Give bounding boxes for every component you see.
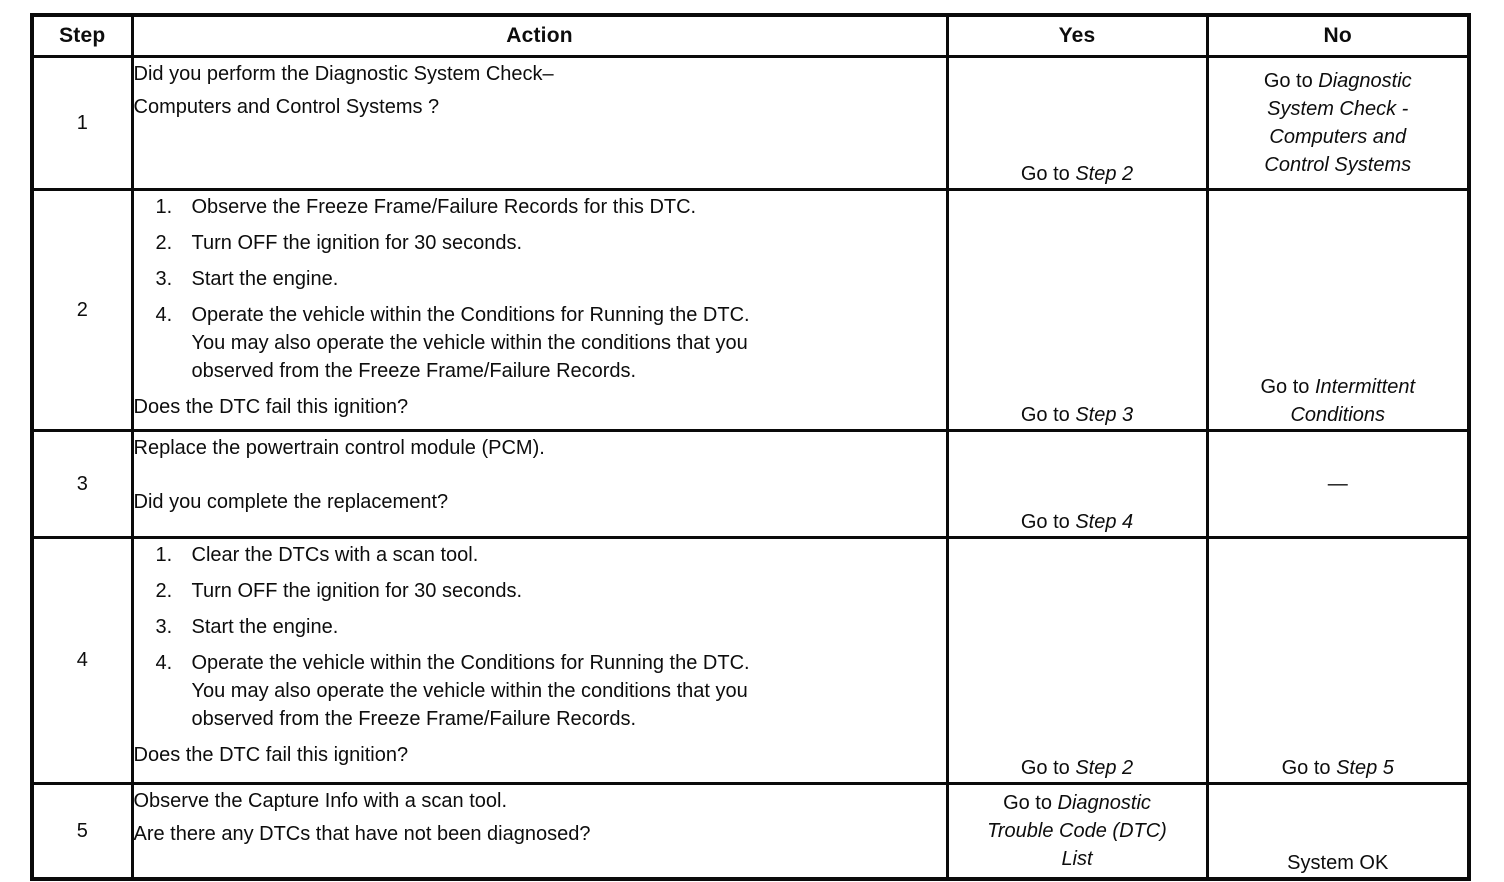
goto-target: Intermittent Conditions xyxy=(1290,376,1416,426)
list-item-text: Clear the DTCs with a scan tool. xyxy=(191,544,479,566)
step-cell: 3 xyxy=(30,429,134,539)
step-cell: 1 xyxy=(30,55,134,191)
yes-cell: Go to Step 2 xyxy=(945,536,1209,785)
action-line: Are there any DTCs that have not been di… xyxy=(133,823,591,845)
goto-target: Step 4 xyxy=(1075,511,1134,533)
table-row: 5 Observe the Capture Info with a scan t… xyxy=(30,782,1471,881)
goto-text: Go to xyxy=(1020,404,1076,426)
action-cell: Replace the powertrain control module (P… xyxy=(130,429,949,539)
yes-cell: Go to Step 4 xyxy=(945,429,1209,539)
col-header-action: Action xyxy=(130,13,949,58)
list-item-number: 2. xyxy=(155,580,173,602)
goto-target: Step 5 xyxy=(1336,757,1394,779)
scanned-page: Step Action Yes No 1 Did you perform the… xyxy=(30,13,1471,881)
list-item-number: 1. xyxy=(155,196,173,218)
action-list-item: 4. Operate the vehicle within the Conditi… xyxy=(155,301,945,385)
list-item-text: Turn OFF the ignition for 30 seconds. xyxy=(191,232,523,254)
table-header-row: Step Action Yes No xyxy=(30,13,1471,58)
action-line: Did you perform the Diagnostic System Ch… xyxy=(133,63,554,85)
goto-target: Step 3 xyxy=(1075,404,1134,426)
list-item-text: Operate the vehicle within the Condition… xyxy=(191,304,750,382)
action-list-item: 3. Start the engine. xyxy=(155,613,945,641)
list-item-number: 3. xyxy=(155,616,173,638)
list-item-text: Start the engine. xyxy=(191,268,339,290)
action-list-item: 2. Turn OFF the ignition for 30 seconds. xyxy=(155,577,945,605)
no-cell: System OK xyxy=(1205,782,1471,881)
goto-text: Go to xyxy=(1020,163,1076,185)
col-header-no: No xyxy=(1205,13,1471,58)
dash-placeholder: — xyxy=(1327,473,1348,495)
action-question: Does the DTC fail this ignition? xyxy=(133,744,409,766)
action-list-item: 1. Observe the Freeze Frame/Failure Recor… xyxy=(155,193,945,221)
goto-target: Diagnostic System Check - Computers and … xyxy=(1264,70,1412,176)
list-item-number: 3. xyxy=(155,268,173,290)
yes-cell: Go to Step 3 xyxy=(945,188,1209,432)
col-header-yes: Yes xyxy=(945,13,1209,58)
no-cell: Go to Step 5 xyxy=(1205,536,1471,785)
no-cell: — xyxy=(1205,429,1471,539)
goto-target: Step 2 xyxy=(1075,163,1134,185)
action-list-item: 4. Operate the vehicle within the Conditi… xyxy=(155,649,945,733)
step-cell: 4 xyxy=(30,536,134,785)
list-item-number: 1. xyxy=(155,544,173,566)
troubleshooting-table: Step Action Yes No 1 Did you perform the… xyxy=(30,13,1471,881)
goto-text: Go to xyxy=(1281,757,1337,779)
table-row: 3 Replace the powertrain control module … xyxy=(30,429,1471,539)
action-list-item: 1. Clear the DTCs with a scan tool. xyxy=(155,541,945,569)
no-cell: Go to Intermittent Conditions xyxy=(1205,188,1471,432)
goto-text: Go to xyxy=(1020,511,1076,533)
list-item-text: Start the engine. xyxy=(191,616,339,638)
action-list: 1. Clear the DTCs with a scan tool. 2. Tur… xyxy=(155,541,945,741)
action-cell: Observe the Capture Info with a scan too… xyxy=(130,782,949,881)
goto-text: Go to xyxy=(1020,757,1076,779)
no-cell: Go to Diagnostic System Check - Computer… xyxy=(1205,55,1471,191)
action-list: 1. Observe the Freeze Frame/Failure Recor… xyxy=(155,193,945,393)
list-item-number: 4. xyxy=(155,304,173,326)
action-line: Replace the powertrain control module (P… xyxy=(133,437,545,459)
goto-text: Go to xyxy=(1003,792,1058,814)
list-item-number: 2. xyxy=(155,232,173,254)
action-cell: 1. Clear the DTCs with a scan tool. 2. Tur… xyxy=(130,536,949,785)
list-item-text: Turn OFF the ignition for 30 seconds. xyxy=(191,580,523,602)
list-item-number: 4. xyxy=(155,652,173,674)
action-line: Observe the Capture Info with a scan too… xyxy=(133,790,508,812)
list-item-text: Operate the vehicle within the Condition… xyxy=(191,652,750,730)
goto-text: Go to xyxy=(1260,376,1315,398)
col-header-step: Step xyxy=(30,13,134,58)
goto-target: Step 2 xyxy=(1075,757,1134,779)
table-row: 1 Did you perform the Diagnostic System … xyxy=(30,55,1471,191)
list-item-text: Observe the Freeze Frame/Failure Records… xyxy=(191,196,697,218)
yes-cell: Go to Step 2 xyxy=(945,55,1209,191)
action-question: Did you complete the replacement? xyxy=(133,491,449,513)
table-row: 2 1. Observe the Freeze Frame/Failure Rec… xyxy=(30,188,1471,432)
action-list-item: 2. Turn OFF the ignition for 30 seconds. xyxy=(155,229,945,257)
step-cell: 2 xyxy=(30,188,134,432)
goto-target: Diagnostic Trouble Code (DTC) List xyxy=(987,792,1167,870)
status-text: System OK xyxy=(1287,852,1389,874)
goto-text: Go to xyxy=(1263,70,1319,92)
action-list-item: 3. Start the engine. xyxy=(155,265,945,293)
action-line: Computers and Control Systems ? xyxy=(133,96,440,118)
yes-cell: Go to Diagnostic Trouble Code (DTC) List xyxy=(945,782,1209,881)
step-cell: 5 xyxy=(30,782,134,881)
action-question: Does the DTC fail this ignition? xyxy=(133,396,409,418)
table-row: 4 1. Clear the DTCs with a scan tool. 2. T… xyxy=(30,536,1471,785)
action-cell: Did you perform the Diagnostic System Ch… xyxy=(130,55,949,191)
action-cell: 1. Observe the Freeze Frame/Failure Recor… xyxy=(130,188,949,432)
